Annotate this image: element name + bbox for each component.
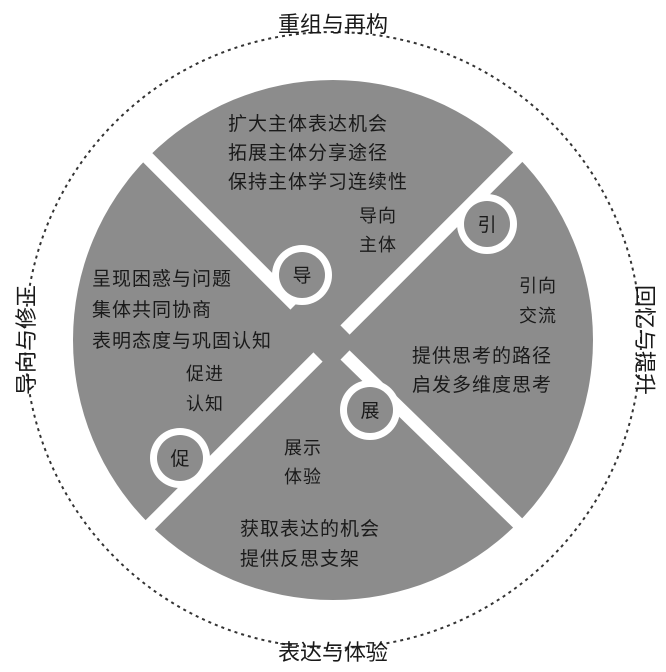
outer-label-right: 回忆与提升 <box>631 285 656 395</box>
inner-show-experience-line-2: 体验 <box>284 467 322 488</box>
knob-promote-label: 促 <box>170 448 189 470</box>
inner-guide-subject-line-1: 导向 <box>359 206 397 227</box>
inner-lead-exchange-line-2: 交流 <box>519 306 557 327</box>
top-quadrant-line-1: 扩大主体表达机会 <box>228 113 388 135</box>
knob-guide <box>272 245 332 305</box>
inner-lead-exchange-line-1: 引向 <box>519 276 557 297</box>
knob-guide-label: 导 <box>292 265 311 287</box>
inner-promote-cognition-line-1: 促进 <box>186 364 224 385</box>
top-quadrant-line-3: 保持主体学习连续性 <box>228 171 408 193</box>
right-quadrant-line-2: 启发多维度思考 <box>412 374 552 396</box>
inner-promote-cognition-line-2: 认知 <box>186 394 224 415</box>
outer-dashed-ring <box>24 31 642 649</box>
left-quadrant-line-1: 呈现困惑与问题 <box>92 268 232 290</box>
knob-lead <box>457 194 517 254</box>
outer-label-top: 重组与再构 <box>278 13 388 38</box>
outer-label-left: 导向与修正 <box>15 285 40 395</box>
bottom-quadrant-line-2: 提供反思支架 <box>240 548 360 570</box>
knob-show-label: 展 <box>360 400 379 422</box>
knob-promote <box>150 428 210 488</box>
left-quadrant-line-2: 集体共同协商 <box>92 299 212 321</box>
right-quadrant-line-1: 提供思考的路径 <box>412 345 552 367</box>
inner-guide-subject-line-2: 主体 <box>359 235 397 256</box>
knob-show <box>340 380 400 440</box>
inner-show-experience-line-1: 展示 <box>284 438 322 459</box>
left-quadrant-line-3: 表明态度与巩固认知 <box>92 330 272 352</box>
outer-label-bottom: 表达与体验 <box>278 641 388 666</box>
bottom-quadrant-line-1: 获取表达的机会 <box>240 518 380 540</box>
knob-lead-label: 引 <box>477 214 496 236</box>
top-quadrant-line-2: 拓展主体分享途径 <box>228 142 388 164</box>
